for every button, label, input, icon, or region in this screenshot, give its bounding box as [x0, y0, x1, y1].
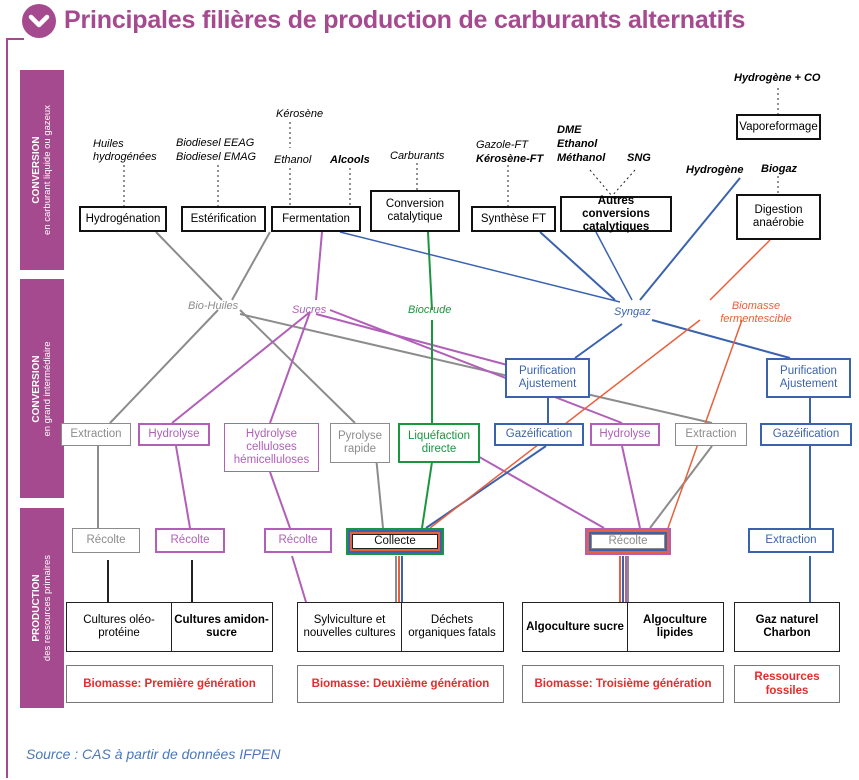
- resources-third-gen: Algoculture sucre Algoculture lipides: [522, 602, 724, 652]
- generation-fossil: Ressources fossiles: [734, 665, 840, 703]
- box-synthese-ft: Synthèse FT: [471, 206, 556, 232]
- generation-third: Biomasse: Troisième génération: [522, 665, 724, 703]
- intermediate-biomasse-text: Biomasse fermentescible: [720, 300, 792, 325]
- product-biodiesel-eeag: Biodiesel EEAG: [176, 137, 255, 149]
- box-extraction-1: Extraction: [61, 423, 131, 446]
- resource-algo-lipides: Algoculture lipides: [643, 614, 707, 639]
- box-recolte-2: Récolte: [155, 528, 225, 553]
- product-hydrogene: Hydrogène: [686, 164, 744, 176]
- intermediate-syngaz: Syngaz: [614, 306, 651, 318]
- page-title: Principales filières de production de ca…: [64, 6, 746, 34]
- chevron-down-icon: [22, 4, 56, 38]
- frame-line: [6, 38, 24, 778]
- resources-second-gen: Sylviculture et nouvelles cultures Déche…: [297, 602, 504, 652]
- resources-first-gen: Cultures oléo-protéine Cultures amidon-s…: [66, 602, 273, 652]
- product-kerosene-ft: Kérosène-FT: [476, 153, 544, 165]
- box-conversion-catalytique: Conversion catalytique: [370, 190, 460, 232]
- intermediate-biocrude: Biocrude: [408, 304, 452, 316]
- resource-dechets: Déchets organiques fatals: [408, 614, 496, 639]
- box-recolte-3: Récolte: [264, 528, 332, 553]
- product-biogaz: Biogaz: [761, 163, 798, 175]
- box-pyrolyse: Pyrolyse rapide: [330, 423, 390, 463]
- product-dme: DME: [557, 124, 582, 136]
- box-hydrolyse-cellulose: Hydrolyse celluloses hémicelluloses: [224, 423, 319, 472]
- intermediate-sucres: Sucres: [292, 304, 327, 316]
- product-huiles-text: Huiles hydrogénées: [93, 138, 157, 163]
- product-alcools: Alcools: [330, 154, 370, 166]
- box-autres-conversions: Autres conversions catalytiques: [560, 195, 672, 233]
- product-hydrogene-co: Hydrogène + CO: [734, 72, 821, 84]
- box-gazeification-1: Gazéification: [494, 423, 584, 446]
- product-ethanol-2: Ethanol: [557, 138, 598, 150]
- box-recolte-1: Récolte: [72, 528, 140, 553]
- box-vaporeformage: Vaporeformage: [736, 114, 821, 140]
- resources-fossil: Gaz naturel Charbon: [734, 602, 840, 652]
- generation-second: Biomasse: Deuxième génération: [297, 665, 504, 703]
- product-kerosene: Kérosène: [276, 108, 324, 120]
- box-extraction-2: Extraction: [675, 423, 747, 446]
- product-methanol: Méthanol: [557, 152, 606, 164]
- box-hydrolyse-2: Hydrolyse: [590, 423, 660, 446]
- box-hydrogenation: Hydrogénation: [79, 206, 167, 232]
- product-ethanol: Ethanol: [274, 154, 312, 166]
- box-fermentation: Fermentation: [271, 206, 361, 232]
- resource-gaz-naturel: Gaz naturel Charbon: [755, 614, 819, 639]
- product-carburants: Carburants: [390, 150, 445, 162]
- box-recolte-4: Récolte: [585, 528, 671, 555]
- product-huiles: Huiles hydrogénées: [93, 138, 173, 164]
- box-esterification: Estérification: [181, 206, 266, 232]
- product-sng: SNG: [627, 152, 651, 164]
- box-gazeification-2: Gazéification: [760, 423, 852, 446]
- resource-sylviculture: Sylviculture et nouvelles cultures: [298, 603, 402, 651]
- generation-first: Biomasse: Première génération: [66, 665, 273, 703]
- box-collecte: Collecte: [346, 528, 444, 555]
- box-liquefaction: Liquéfaction directe: [398, 423, 480, 463]
- intermediate-bio-huiles: Bio-Huiles: [188, 300, 239, 312]
- product-biodiesel-emag: Biodiesel EMAG: [176, 151, 257, 163]
- box-hydrolyse-1: Hydrolyse: [138, 423, 210, 446]
- box-extraction-3: Extraction: [748, 528, 834, 553]
- resource-cultures-amidon: Cultures amidon-sucre: [174, 614, 269, 639]
- resource-algo-sucre: Algoculture sucre: [523, 603, 628, 651]
- intermediate-biomasse-fermentescible: Biomasse fermentescible: [716, 300, 796, 326]
- box-purification-2: Purification Ajustement: [766, 358, 851, 398]
- source-note: Source : CAS à partir de données IFPEN: [26, 746, 281, 762]
- product-gazole-ft: Gazole-FT: [476, 139, 528, 151]
- box-digestion: Digestion anaérobie: [736, 194, 821, 240]
- box-purification-1: Purification Ajustement: [505, 358, 590, 398]
- resource-cultures-oleo: Cultures oléo-protéine: [67, 603, 172, 651]
